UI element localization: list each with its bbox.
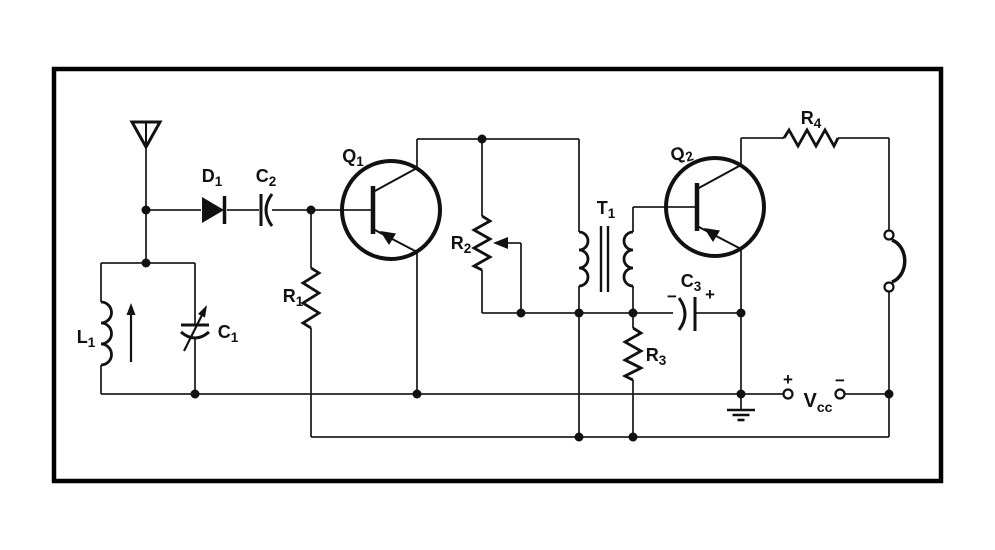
transistor-q2-symbol <box>664 156 766 258</box>
label-q1: Q1 <box>342 146 364 169</box>
c3-minus-sign: − <box>667 287 677 306</box>
resistor-r1-symbol <box>300 266 322 330</box>
label-t1: T1 <box>597 198 616 221</box>
potentiometer-r2-symbol <box>471 214 508 272</box>
label-r2: R2 <box>451 233 472 256</box>
label-l1: L1 <box>77 327 96 350</box>
l1-arrow-icon <box>126 303 136 315</box>
c3-plus-sign: + <box>705 285 715 304</box>
transformer-t1-symbol <box>578 226 634 292</box>
earphone-symbol <box>883 229 907 293</box>
label-c2: C2 <box>256 166 277 189</box>
label-r4: R4 <box>801 108 822 131</box>
resistor-r4-symbol <box>782 127 840 149</box>
antenna-symbol <box>129 120 163 151</box>
r2-wiper-arrow-icon <box>493 237 508 249</box>
capacitor-c2-symbol <box>259 193 274 227</box>
vcc-terminals <box>782 388 846 400</box>
variable-capacitor-c1-symbol <box>180 305 210 352</box>
label-vcc: Vcc <box>804 390 833 415</box>
transistor-q1-symbol <box>340 159 442 261</box>
label-c1: C1 <box>218 322 239 345</box>
junction-dots <box>141 134 894 442</box>
q2-emitter-arrow-icon <box>704 228 720 242</box>
label-q2: Q2 <box>668 141 695 169</box>
c1-arrow-icon <box>198 305 207 318</box>
label-r1: R1 <box>283 286 304 309</box>
label-c3: C3 <box>681 271 702 294</box>
vcc-plus-terminal <box>782 388 794 400</box>
label-d1: D1 <box>202 166 223 189</box>
diode-d1-symbol <box>202 196 227 224</box>
resistor-r3-symbol <box>621 326 645 382</box>
vcc-minus-terminal <box>834 388 846 400</box>
figure-border <box>51 66 944 484</box>
capacitor-c3-symbol <box>677 297 697 331</box>
label-r3: R3 <box>646 345 667 368</box>
vcc-minus-sign: − <box>835 371 845 390</box>
vcc-plus-sign: + <box>783 370 793 389</box>
ground-symbol <box>727 408 755 422</box>
q1-emitter-arrow-icon <box>380 231 396 245</box>
inductor-l1-symbol <box>100 300 136 367</box>
